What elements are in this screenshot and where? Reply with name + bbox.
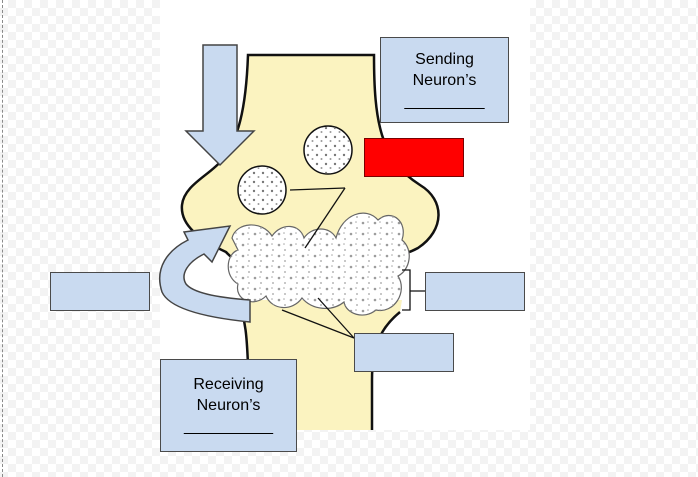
blank-label-right[interactable]: [425, 272, 525, 311]
label-receiving-neuron[interactable]: Receiving Neuron’s __________: [160, 359, 297, 452]
label-receiving-blank: __________: [184, 418, 273, 435]
label-receiving-line2: Neuron’s: [196, 397, 261, 414]
pointer-line-receptor-left: [281, 309, 355, 339]
label-receiving-line1: Receiving: [193, 376, 264, 393]
pointer-line-vesicle: [289, 187, 346, 191]
neurotransmitter-cloud: [227, 212, 410, 316]
curved-arrow-icon: [159, 225, 251, 323]
pointer-line-cleft: [304, 187, 346, 249]
blank-label-bottom[interactable]: [354, 333, 454, 372]
pointer-line-receptor-right: [317, 297, 355, 339]
red-highlight-box: [364, 138, 464, 177]
down-arrow-icon: [184, 44, 256, 167]
label-sending-blank: _________: [404, 92, 485, 110]
blank-label-left[interactable]: [50, 272, 150, 311]
label-sending-line1: Sending: [415, 50, 474, 68]
label-sending-neuron[interactable]: Sending Neuron’s _________: [380, 37, 509, 123]
cleft-bracket: [402, 269, 426, 311]
vesicle-left-contents: [239, 167, 285, 213]
label-sending-line2: Neuron’s: [412, 71, 477, 89]
page-edge-rule: [2, 0, 3, 477]
vesicle-right-contents: [305, 127, 351, 173]
